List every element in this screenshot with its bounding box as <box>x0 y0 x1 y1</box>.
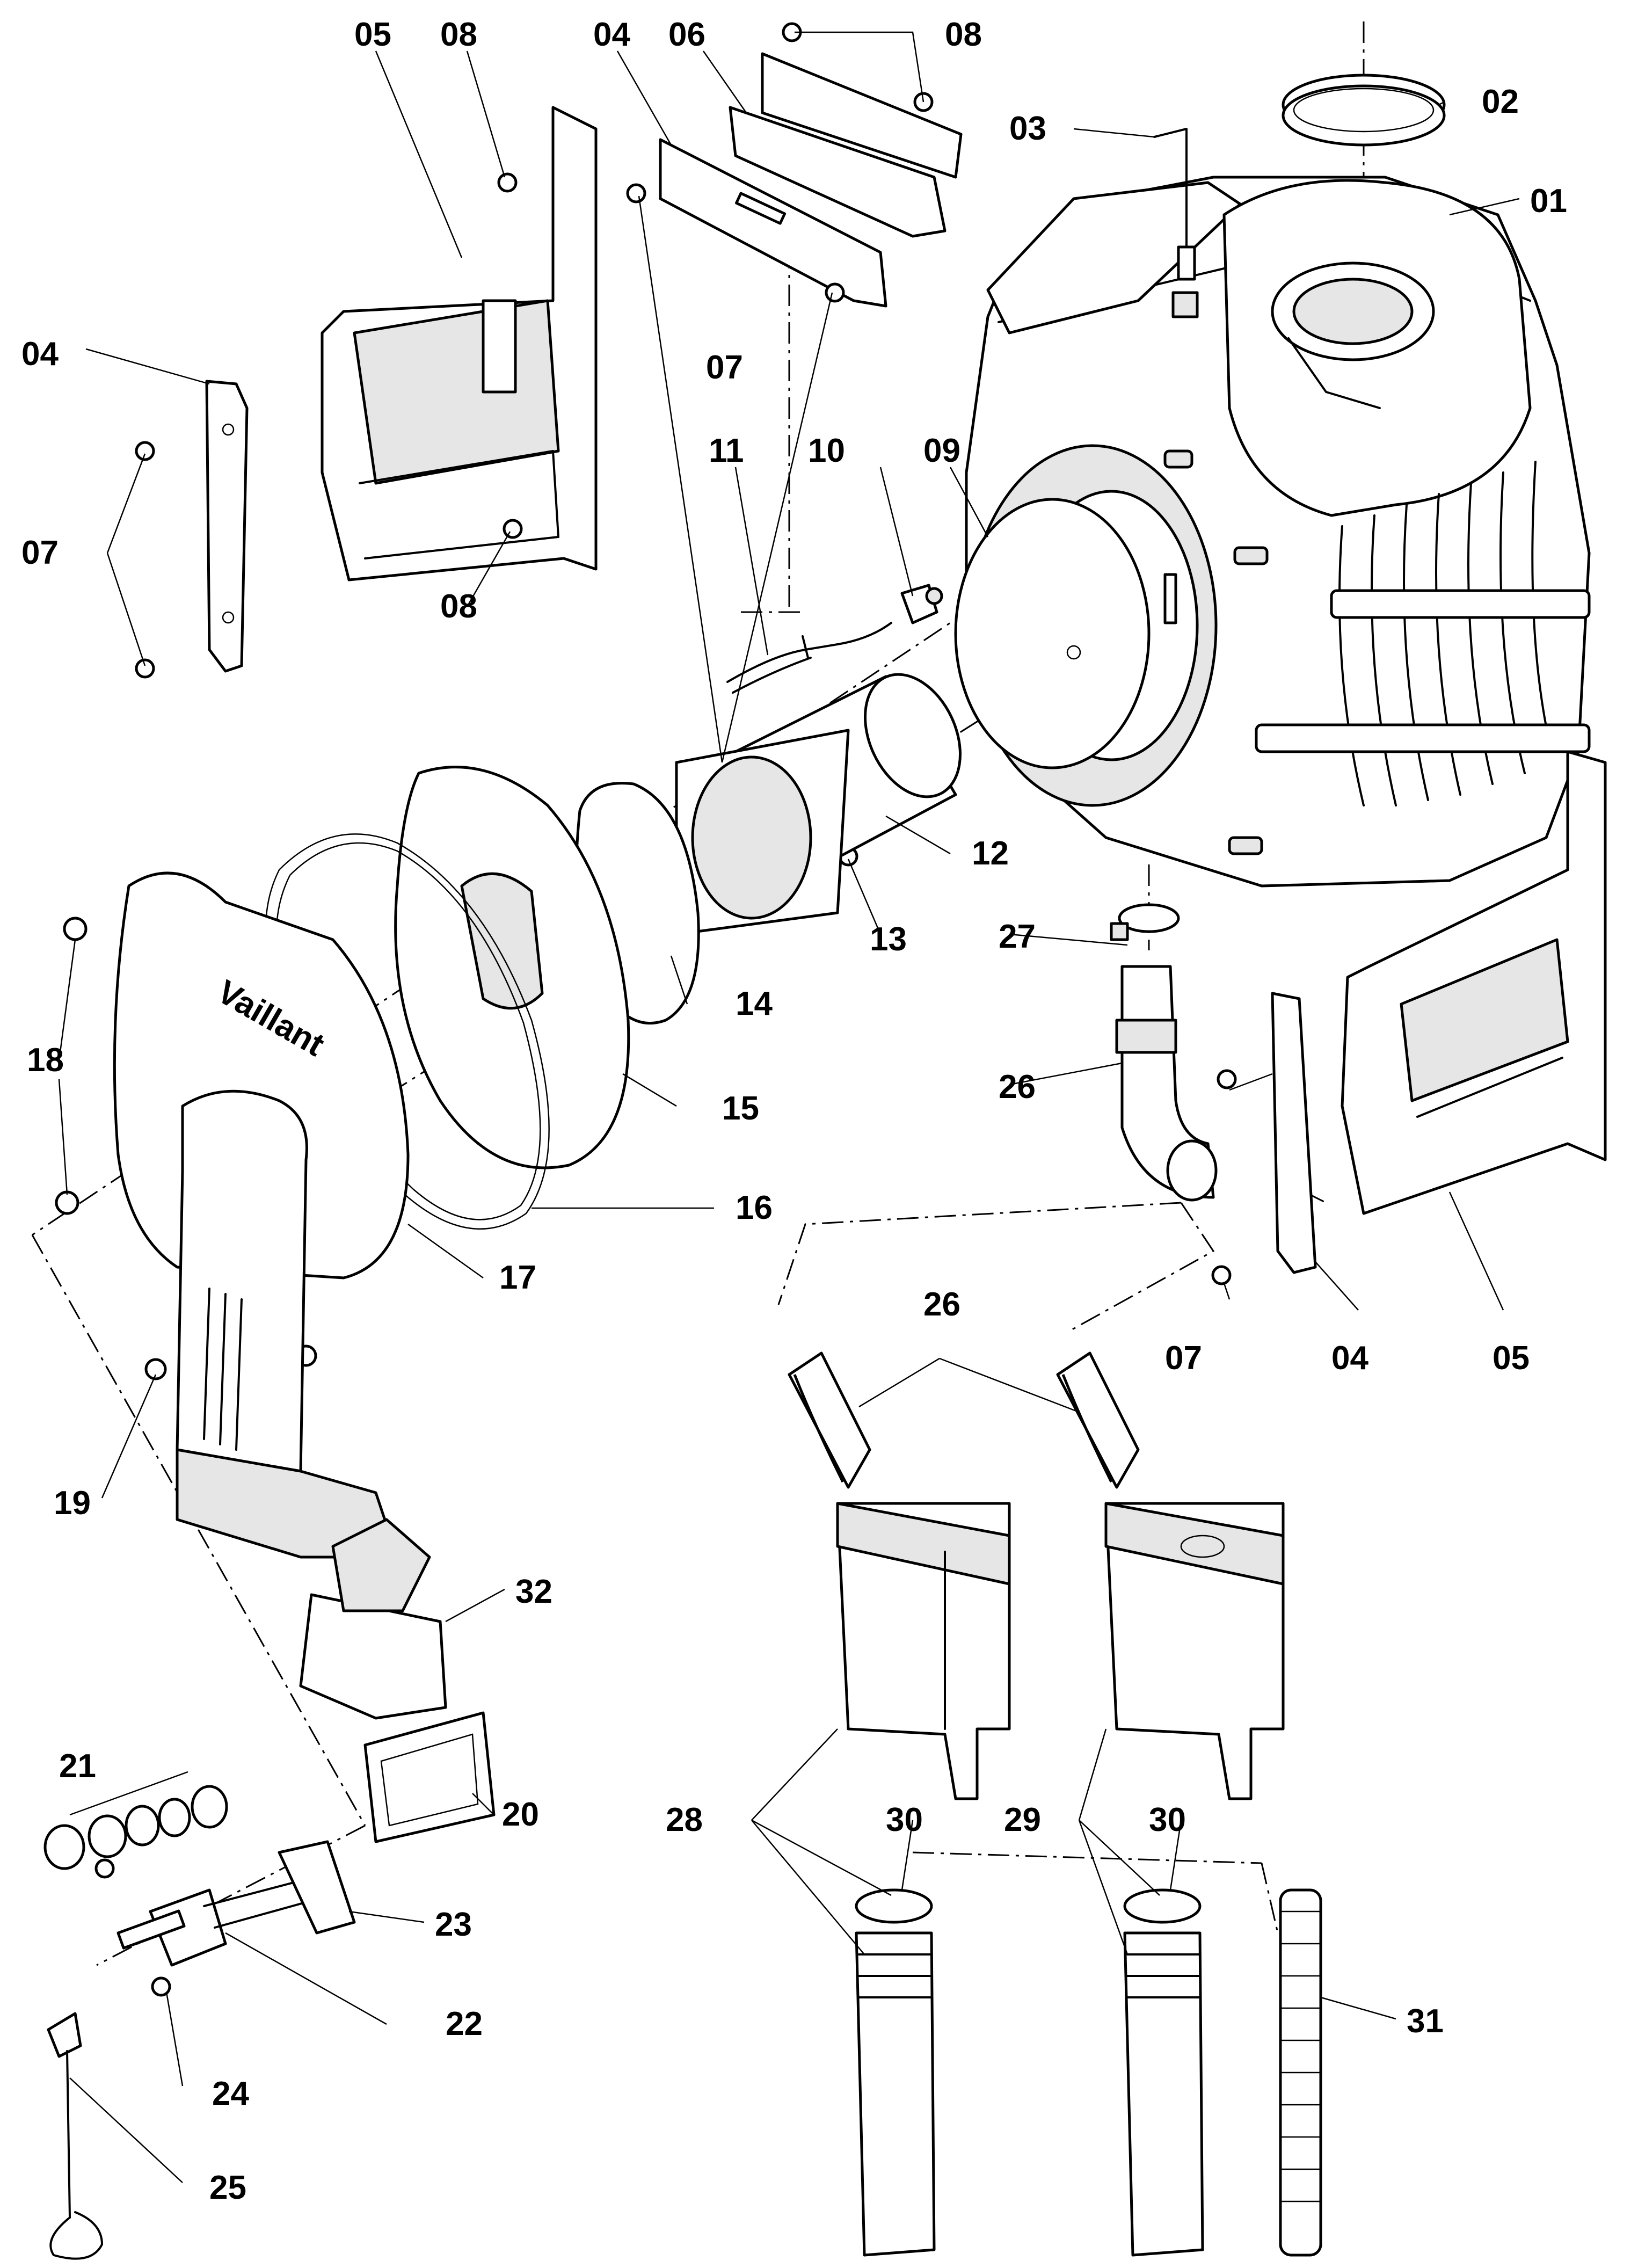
callout-30: 30 <box>886 1801 923 1838</box>
callout-04: 04 <box>1331 1340 1368 1377</box>
callout-11: 11 <box>709 432 744 469</box>
callout-01: 01 <box>1530 183 1567 220</box>
callout-13: 13 <box>870 921 907 958</box>
left-mounting-bracket <box>205 380 249 673</box>
condensate-elbow <box>1115 965 1218 1202</box>
callout-32: 32 <box>515 1573 552 1610</box>
burner-plate <box>954 498 1151 769</box>
top-cover-strip <box>729 52 963 238</box>
corrugated-hoses <box>793 1374 1113 1483</box>
callout-03: 03 <box>1009 110 1046 147</box>
callout-26: 26 <box>999 1068 1036 1106</box>
callout-28: 28 <box>666 1801 703 1838</box>
callout-07: 07 <box>21 534 59 571</box>
callout-04: 04 <box>21 336 59 373</box>
burner-gasket <box>675 729 850 936</box>
ignition-lead <box>47 2012 103 2260</box>
callout-07: 07 <box>706 349 743 386</box>
ignition-electrode <box>117 1862 312 1967</box>
callout-08: 08 <box>945 16 982 53</box>
callout-02: 02 <box>1482 83 1519 120</box>
thermal-fuse <box>900 584 943 624</box>
callout-30: 30 <box>1149 1801 1186 1838</box>
mixing-unit-seal <box>363 1711 496 1843</box>
callout-23: 23 <box>435 1906 472 1943</box>
callout-24: 24 <box>212 2075 249 2112</box>
callout-06: 06 <box>668 16 705 53</box>
right-side-panel <box>1341 750 1607 1215</box>
trap-o-rings <box>855 1888 1202 1924</box>
callout-31: 31 <box>1407 2003 1444 2040</box>
condensate-trap-right <box>1056 1351 1285 1800</box>
callout-07: 07 <box>1165 1340 1202 1377</box>
callout-05: 05 <box>354 16 391 53</box>
leader-lines <box>58 31 1520 2183</box>
flue-gasket-ring <box>1282 74 1446 147</box>
o-ring-set <box>43 1785 228 1870</box>
condensate-trap-left <box>788 1351 1011 1800</box>
callout-04: 04 <box>593 16 630 53</box>
front-insulation-plate <box>394 766 630 1169</box>
callout-27: 27 <box>999 918 1036 955</box>
mixing-unit <box>299 1518 447 1720</box>
callout-15: 15 <box>722 1090 759 1127</box>
callout-12: 12 <box>972 835 1009 872</box>
callout-09: 09 <box>923 432 960 469</box>
callout-labels: 01 02 03 04 04 04 05 05 06 07 07 07 08 0… <box>21 16 1567 2206</box>
hose-clip <box>1110 903 1180 941</box>
temperature-sensor <box>1153 128 1199 318</box>
trap-cups <box>855 1931 1204 2257</box>
callout-14: 14 <box>736 985 773 1022</box>
callout-16: 16 <box>736 1189 773 1226</box>
callout-08: 08 <box>440 588 477 625</box>
callout-10: 10 <box>808 432 845 469</box>
right-mounting-bracket <box>1271 992 1317 1274</box>
callout-17: 17 <box>499 1259 536 1296</box>
callout-21: 21 <box>59 1748 96 1785</box>
callout-20: 20 <box>502 1796 539 1833</box>
hose-routing-line <box>777 1202 1215 1333</box>
burner-front-housing: Vaillant <box>113 871 410 1559</box>
electrode-gasket <box>278 1840 356 1935</box>
callout-26: 26 <box>923 1286 960 1323</box>
left-side-panel <box>321 106 598 581</box>
callout-25: 25 <box>209 2169 246 2206</box>
callout-19: 19 <box>54 1485 91 1522</box>
callout-22: 22 <box>446 2005 483 2042</box>
top-bracket <box>659 138 887 308</box>
callout-29: 29 <box>1004 1801 1041 1838</box>
drain-hose <box>1279 1888 1322 2257</box>
callout-18: 18 <box>27 1042 64 1079</box>
sensor-cable <box>726 622 892 694</box>
callout-05: 05 <box>1493 1340 1530 1377</box>
callout-08: 08 <box>440 16 477 53</box>
